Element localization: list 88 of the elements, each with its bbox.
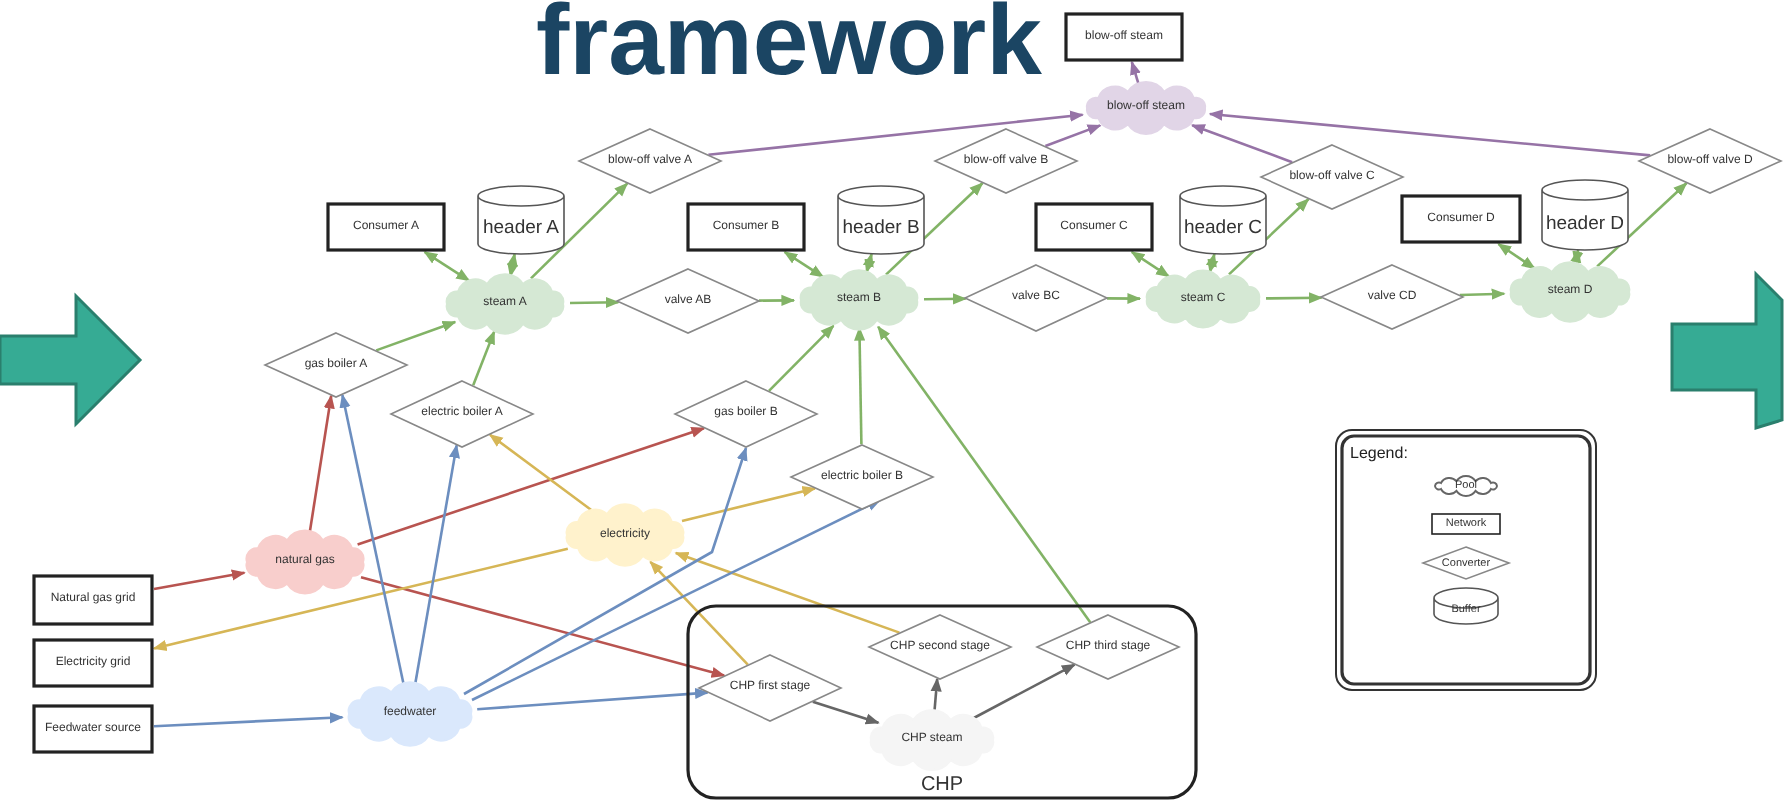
arrow bbox=[308, 394, 335, 533]
converter-diamond bbox=[1260, 144, 1404, 210]
arrow bbox=[1596, 182, 1688, 268]
arrow bbox=[1130, 250, 1170, 278]
node-label: header C bbox=[1181, 216, 1265, 240]
network-box bbox=[326, 202, 446, 252]
buffer-cylinder bbox=[1540, 180, 1630, 250]
network-box bbox=[1400, 194, 1522, 244]
arrow bbox=[153, 569, 246, 591]
arrow bbox=[1190, 124, 1293, 164]
converter-diamond bbox=[578, 128, 722, 194]
arrow bbox=[506, 252, 519, 278]
pool-cloud bbox=[342, 684, 478, 744]
arrow bbox=[759, 294, 796, 307]
arrow bbox=[463, 446, 748, 696]
pool-cloud bbox=[794, 272, 924, 328]
arrow bbox=[812, 700, 880, 725]
network-box bbox=[32, 638, 154, 688]
arrow bbox=[854, 326, 866, 445]
converter-diamond bbox=[1320, 264, 1464, 330]
converter-diamond bbox=[868, 614, 1012, 680]
node-label: header B bbox=[840, 216, 922, 240]
arrow bbox=[477, 687, 709, 711]
arrow bbox=[1459, 288, 1506, 300]
arrow bbox=[153, 712, 344, 728]
network-box bbox=[686, 202, 806, 252]
buffer-cylinder bbox=[1178, 186, 1268, 254]
network-box bbox=[32, 574, 154, 626]
arrow bbox=[472, 330, 496, 386]
converter-diamond bbox=[790, 444, 934, 510]
converter-diamond bbox=[616, 268, 760, 334]
network-box bbox=[32, 704, 154, 754]
pool-cloud bbox=[1080, 84, 1212, 132]
arrow bbox=[1107, 292, 1142, 305]
network-box bbox=[1034, 202, 1154, 252]
network-box bbox=[1064, 12, 1184, 62]
group-frame bbox=[686, 604, 1198, 800]
arrow bbox=[357, 426, 706, 546]
title: framework bbox=[536, 0, 1042, 98]
arrow bbox=[1570, 248, 1584, 266]
group-label: CHP bbox=[918, 774, 966, 798]
converter-diamond bbox=[1036, 614, 1180, 680]
arrow bbox=[339, 393, 405, 685]
arrow bbox=[530, 182, 629, 280]
node-label: header D bbox=[1543, 212, 1627, 235]
arrow bbox=[152, 547, 569, 651]
arrow bbox=[375, 320, 457, 352]
arrow bbox=[413, 444, 460, 685]
arrow bbox=[649, 560, 749, 666]
converter-diamond bbox=[264, 332, 408, 398]
converter-diamond bbox=[698, 654, 842, 722]
arrow bbox=[471, 498, 882, 702]
pool-cloud bbox=[560, 506, 690, 564]
converter-diamond bbox=[934, 128, 1078, 194]
arrow bbox=[973, 663, 1076, 720]
converter-diamond bbox=[964, 264, 1108, 332]
arrow bbox=[1044, 124, 1102, 148]
arrow bbox=[674, 551, 900, 634]
arrow bbox=[1205, 252, 1219, 274]
pool-cloud bbox=[1140, 272, 1266, 326]
arrow bbox=[1266, 292, 1323, 304]
buffer-cylinder bbox=[476, 186, 566, 254]
legend-title: Legend: bbox=[1350, 444, 1408, 462]
arrow bbox=[783, 250, 825, 278]
arrow bbox=[569, 296, 620, 308]
arrow bbox=[681, 485, 817, 523]
converter-diamond bbox=[390, 380, 534, 448]
pool-cloud bbox=[1504, 264, 1636, 320]
arrow bbox=[1497, 242, 1536, 270]
arrow bbox=[360, 575, 726, 678]
arrow bbox=[930, 677, 942, 713]
buffer-cylinder bbox=[836, 186, 926, 254]
arrow bbox=[488, 433, 593, 512]
node-label: header A bbox=[480, 216, 562, 240]
converter-diamond bbox=[674, 380, 818, 448]
arrow bbox=[1208, 109, 1651, 157]
pool-cloud bbox=[240, 532, 370, 592]
arrow bbox=[423, 250, 471, 282]
arrow bbox=[1130, 60, 1141, 85]
pool-cloud bbox=[864, 712, 1000, 768]
arrow bbox=[708, 110, 1084, 157]
arrow bbox=[862, 252, 876, 274]
arrow bbox=[885, 182, 984, 276]
converter-diamond bbox=[1638, 128, 1782, 194]
arrow bbox=[924, 293, 967, 305]
arrow bbox=[877, 325, 1092, 623]
pool-cloud bbox=[440, 276, 570, 332]
arrow bbox=[768, 324, 835, 392]
